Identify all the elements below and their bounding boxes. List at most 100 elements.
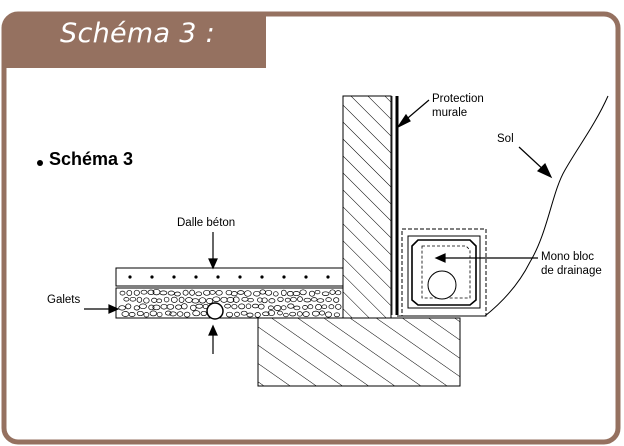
- gravel-stone: [182, 289, 189, 296]
- gravel-stone: [212, 296, 221, 302]
- gravel-stone: [261, 297, 268, 304]
- gravel-stone: [123, 297, 130, 302]
- gravel-stone: [232, 296, 240, 303]
- label-protection-line1: Protection: [432, 93, 484, 105]
- gravel-stone: [280, 289, 287, 297]
- slab-dot: [326, 275, 330, 279]
- gravel-stone: [328, 304, 335, 310]
- gravel-stone: [296, 311, 303, 317]
- header-tab: [4, 14, 266, 68]
- frame-border: [1, 11, 621, 445]
- gravel-stone: [284, 297, 291, 303]
- gravel-stone: [314, 289, 321, 295]
- gravel-stone: [319, 310, 326, 316]
- gravel-stone: [192, 310, 201, 317]
- gravel-stone: [183, 311, 191, 318]
- gravel-stone: [240, 310, 248, 316]
- slab-dot: [282, 275, 286, 279]
- section-title: Schéma 3: [37, 149, 133, 170]
- gravel-stone: [321, 291, 330, 296]
- gravel-stone: [156, 311, 163, 318]
- slab-dot: [150, 275, 154, 279]
- gravel-stone: [273, 305, 282, 311]
- label-protection: Protection murale: [432, 92, 484, 120]
- gravel-stone: [156, 298, 163, 304]
- gravel-stone: [126, 289, 133, 297]
- gravel-stone: [321, 304, 328, 309]
- dalle-arrowhead: [208, 258, 218, 270]
- gravel-stone: [133, 289, 140, 296]
- concrete-slab: [115, 267, 344, 287]
- gravel-stone: [178, 296, 185, 303]
- gravel-stone: [325, 311, 332, 318]
- gravel-stone: [289, 311, 297, 317]
- gravel-stone: [149, 310, 157, 317]
- label-dalle: Dalle béton: [177, 217, 236, 229]
- gravel-stone: [136, 296, 143, 303]
- gravel-stone: [231, 291, 238, 297]
- gravel-stone: [297, 296, 303, 302]
- ground-line: [397, 95, 609, 317]
- gravel-stone: [268, 298, 276, 304]
- gravel-stone: [147, 289, 155, 295]
- gravel-stone: [165, 310, 172, 316]
- gravel-stone: [316, 298, 325, 303]
- slab-dot: [172, 275, 176, 279]
- gravel-stone: [169, 311, 177, 317]
- gravel-stone: [265, 289, 273, 296]
- gravel-stone: [159, 290, 168, 296]
- gravel-stone: [333, 312, 340, 318]
- gravel-stone: [273, 291, 279, 297]
- gravel-stone: [209, 290, 216, 295]
- gravel-stone: [119, 290, 126, 296]
- label-protection-line2: murale: [432, 107, 468, 119]
- gravel-stone: [143, 297, 150, 304]
- gravel-stone: [163, 296, 170, 303]
- gravel-stone: [287, 303, 295, 309]
- gravel-stone: [299, 289, 307, 296]
- gravel-stone: [139, 303, 147, 310]
- gravel-stone: [329, 289, 336, 295]
- galets-arrowhead: [108, 304, 120, 314]
- drainage-block-body: [411, 239, 477, 306]
- gravel-stone: [283, 312, 289, 318]
- gravel-stone: [237, 290, 245, 295]
- gravel-stone: [181, 303, 188, 310]
- gravel-stone: [195, 291, 203, 297]
- slab-dot: [304, 275, 308, 279]
- gravel-stone: [238, 303, 246, 310]
- gravel-stone: [166, 303, 175, 310]
- drainage-block-outline: [407, 235, 481, 309]
- gravel-stone: [258, 303, 265, 310]
- gravel-stone: [267, 309, 276, 317]
- gravel-stone: [246, 312, 254, 318]
- label-mono-line1: Mono bloc: [541, 251, 595, 263]
- gravel-stone: [247, 297, 254, 303]
- drainage-block-pipe: [427, 270, 457, 300]
- section-title-text: Schéma 3: [49, 149, 134, 169]
- footing: [257, 317, 461, 387]
- gravel-stone: [234, 311, 240, 317]
- sol-arrowhead: [536, 162, 553, 179]
- gravel-stone: [302, 311, 310, 317]
- gravel-stone: [244, 290, 252, 297]
- gravel-stone: [195, 303, 204, 309]
- gravel-stone: [286, 291, 294, 297]
- gravel-stone: [128, 312, 136, 317]
- drainage-block-outer: [401, 228, 487, 317]
- arrows: [84, 99, 553, 354]
- gravel-stones: [118, 288, 342, 318]
- label-galets: Galets: [47, 294, 81, 306]
- gravel-stone: [277, 310, 283, 316]
- gravel-stone: [262, 311, 270, 317]
- slab-dot: [216, 275, 220, 279]
- pipe-arrowhead: [208, 324, 218, 336]
- slab-dot: [128, 275, 132, 279]
- gravel-stone: [253, 290, 261, 297]
- wall: [342, 95, 392, 319]
- gravel-stone: [140, 289, 148, 295]
- gravel-stone: [152, 304, 161, 311]
- gravel-stone: [302, 305, 308, 310]
